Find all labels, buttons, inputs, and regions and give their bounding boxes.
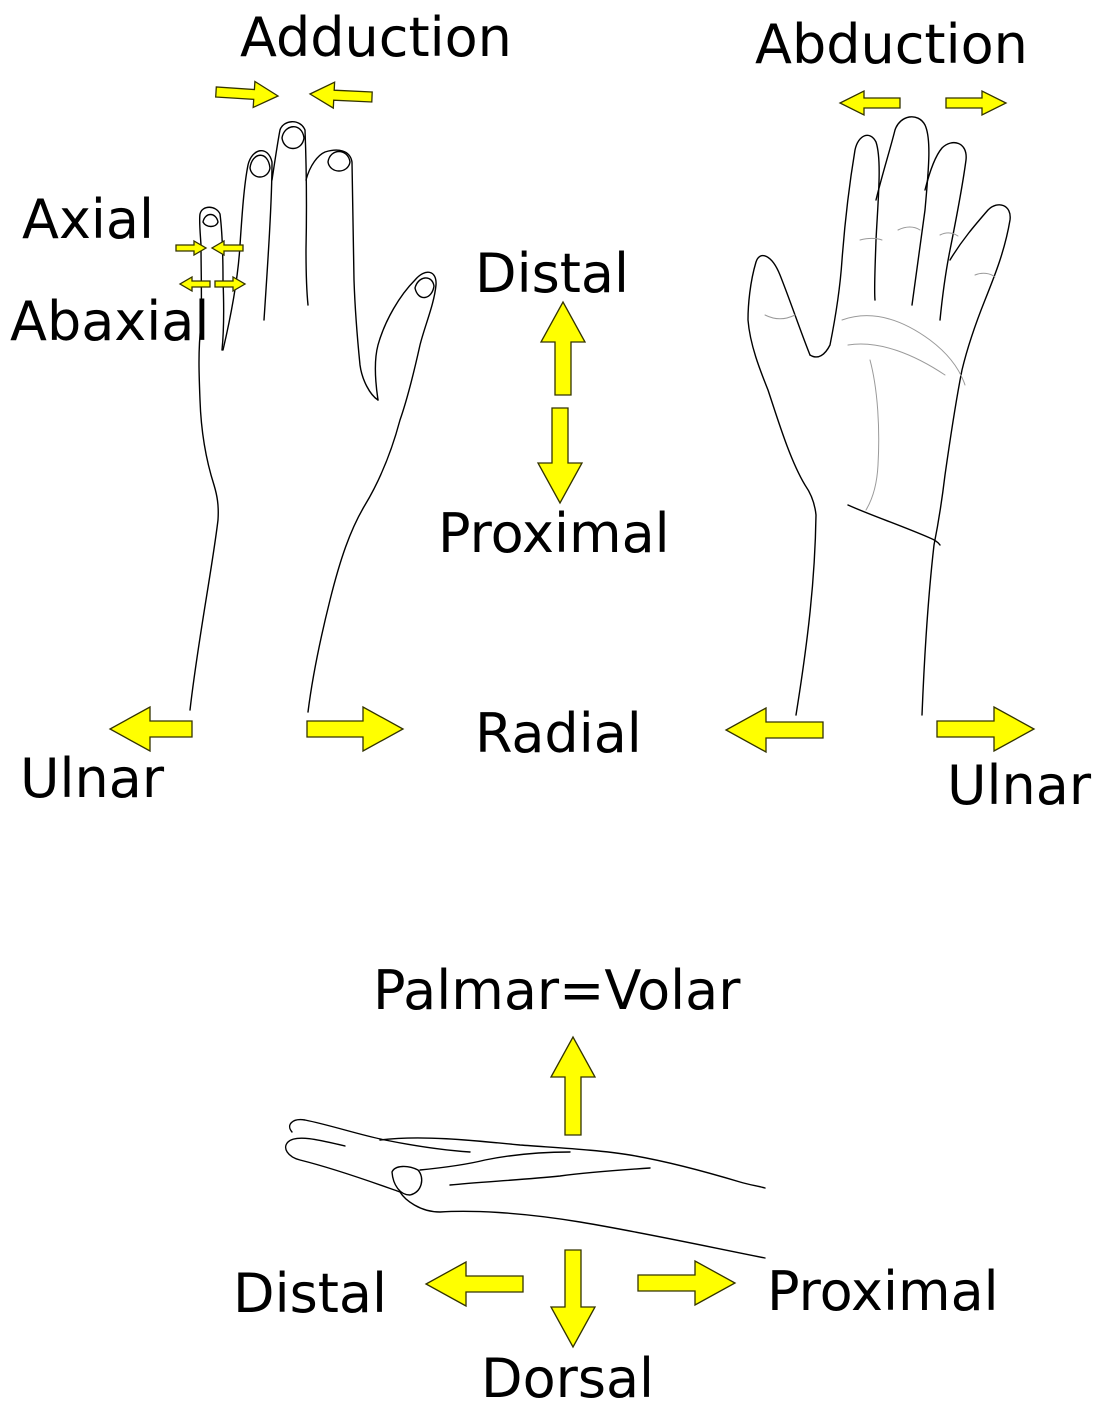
label-abduction: Abduction — [755, 13, 1028, 76]
label-dorsal: Dorsal — [481, 1347, 654, 1410]
arrow-proximal-bottom-right — [638, 1261, 735, 1305]
arrow-radial-left — [726, 708, 823, 752]
label-distal-top: Distal — [475, 242, 629, 305]
label-axial: Axial — [22, 188, 154, 251]
arrow-dorsal-down — [551, 1250, 595, 1347]
arrow-adduction-left — [310, 82, 372, 108]
arrow-palmar-up — [551, 1037, 595, 1135]
arrow-abduction-right — [946, 91, 1006, 115]
arrow-abaxial-left — [180, 277, 210, 291]
arrow-distal-up — [541, 302, 585, 395]
arrow-adduction-right — [216, 82, 278, 108]
label-ulnar-right: Ulnar — [947, 754, 1092, 817]
label-distal-bottom: Distal — [233, 1262, 387, 1325]
arrow-ulnar-left — [110, 707, 192, 751]
arrow-abduction-left — [840, 91, 900, 115]
arrow-distal-bottom-left — [426, 1262, 523, 1306]
label-abaxial: Abaxial — [10, 290, 209, 353]
side-hand-drawing — [286, 1120, 765, 1258]
arrow-proximal-down — [538, 408, 582, 503]
arrow-radial-right — [307, 707, 403, 751]
arrow-abaxial-right — [215, 277, 245, 291]
arrow-ulnar-right — [937, 707, 1034, 751]
label-adduction: Adduction — [240, 6, 512, 69]
label-palmar-volar: Palmar=Volar — [373, 959, 741, 1022]
label-proximal-top: Proximal — [438, 502, 670, 565]
palm-hand-drawing — [748, 117, 1010, 715]
label-radial: Radial — [475, 702, 642, 765]
label-proximal-bottom: Proximal — [767, 1260, 999, 1323]
dorsal-hand-drawing — [190, 122, 436, 712]
arrow-axial-left — [212, 241, 243, 255]
label-ulnar-left: Ulnar — [20, 747, 165, 810]
